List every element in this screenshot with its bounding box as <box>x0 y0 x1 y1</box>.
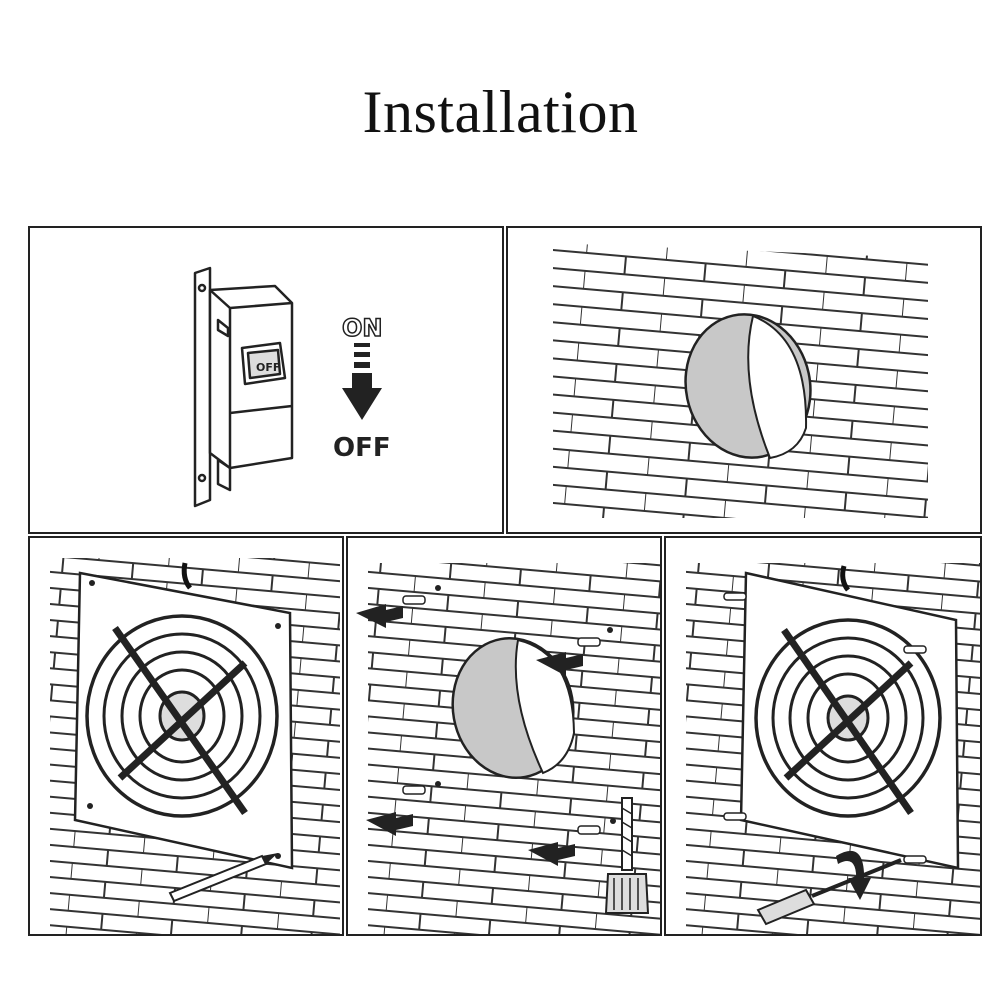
breaker-switch-illustration: OFF ON OFF <box>193 266 391 508</box>
step-4-drill-anchors-panel <box>346 536 662 936</box>
step-2-wall-hole-panel <box>506 226 982 534</box>
page-title: Installation <box>362 79 639 145</box>
pencil-icon <box>168 853 278 903</box>
fan-guard-icon <box>754 618 942 818</box>
rotation-arrow-icon <box>836 850 871 900</box>
wall-anchor-icon <box>402 595 601 835</box>
wall-hole-illustration <box>553 243 928 518</box>
switch-off-label: OFF <box>256 361 280 374</box>
on-label: ON <box>342 314 383 342</box>
fan-marking-illustration <box>50 558 340 934</box>
fan-screwing-illustration <box>686 563 980 934</box>
step-3-mark-holes-panel <box>28 536 344 936</box>
drill-bit-icon <box>604 797 650 914</box>
drill-anchors-illustration <box>356 563 660 934</box>
off-label: OFF <box>333 433 391 463</box>
down-arrow-icon <box>342 343 382 420</box>
arrow-icon <box>356 604 583 866</box>
step-5-screw-fan-panel <box>664 536 982 936</box>
fan-guard-icon <box>85 614 279 818</box>
screw-icon <box>723 592 927 864</box>
step-1-power-off-panel: OFF ON OFF <box>28 226 504 534</box>
